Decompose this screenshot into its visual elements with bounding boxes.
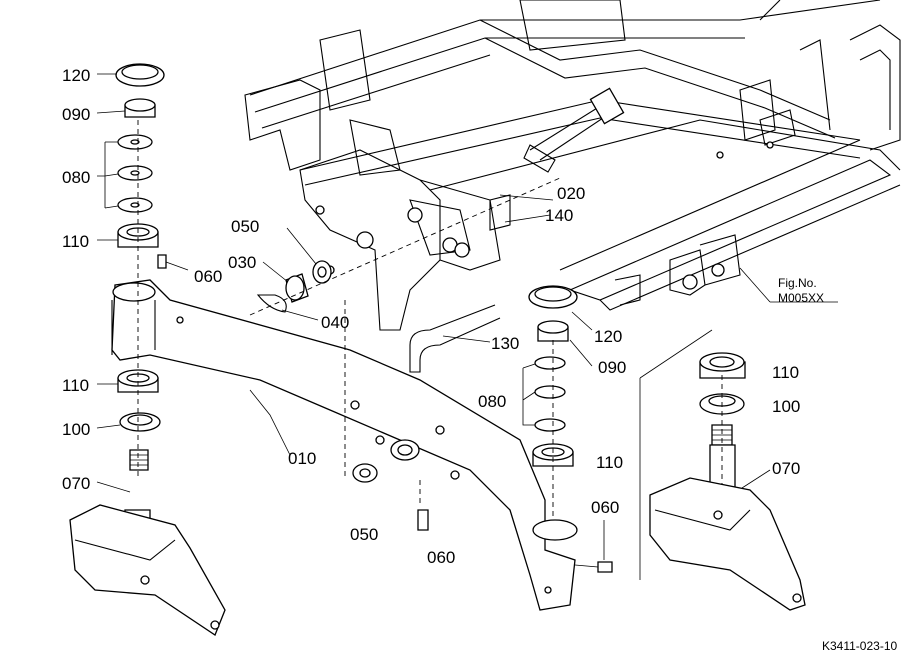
label-020: 020: [557, 184, 585, 203]
label-050-upper: 050: [231, 217, 259, 236]
front-axle-beam: [111, 279, 578, 611]
label-100-right: 100: [772, 397, 800, 416]
center-pivot-parts: [249, 177, 561, 531]
label-100-left: 100: [62, 420, 90, 439]
fig-no-caption: Fig.No.: [778, 276, 817, 290]
label-070-right: 070: [772, 459, 800, 478]
fig-no-code: M005XX: [778, 291, 824, 305]
label-090-left: 090: [62, 105, 90, 124]
label-110-left-upper: 110: [62, 232, 89, 251]
label-120-right: 120: [594, 327, 622, 346]
label-080-right: 080: [478, 392, 506, 411]
label-140: 140: [545, 206, 573, 225]
label-030: 030: [228, 253, 256, 272]
label-060-left: 060: [194, 267, 222, 286]
label-080-left: 080: [62, 168, 90, 187]
label-060-center: 060: [427, 548, 455, 567]
leader-lines: [96, 73, 838, 560]
label-110-left-lower: 110: [62, 376, 89, 395]
label-060-right: 060: [591, 498, 619, 517]
label-110-beam: 110: [596, 453, 623, 472]
label-040: 040: [321, 313, 349, 332]
part-labels: 120 090 080 110 060 050 030 040 020 140 …: [62, 66, 897, 653]
label-120-left: 120: [62, 66, 90, 85]
chassis-frame: [244, 0, 901, 331]
label-050-lower: 050: [350, 525, 378, 544]
label-070-left: 070: [62, 474, 90, 493]
label-090-right: 090: [598, 358, 626, 377]
label-010: 010: [288, 449, 316, 468]
label-130: 130: [491, 334, 519, 353]
right-caster-assembly: [639, 329, 806, 611]
label-110-right: 110: [772, 363, 799, 382]
drawing-code: K3411-023-10: [822, 639, 897, 653]
left-spindle-stack: [69, 63, 226, 636]
